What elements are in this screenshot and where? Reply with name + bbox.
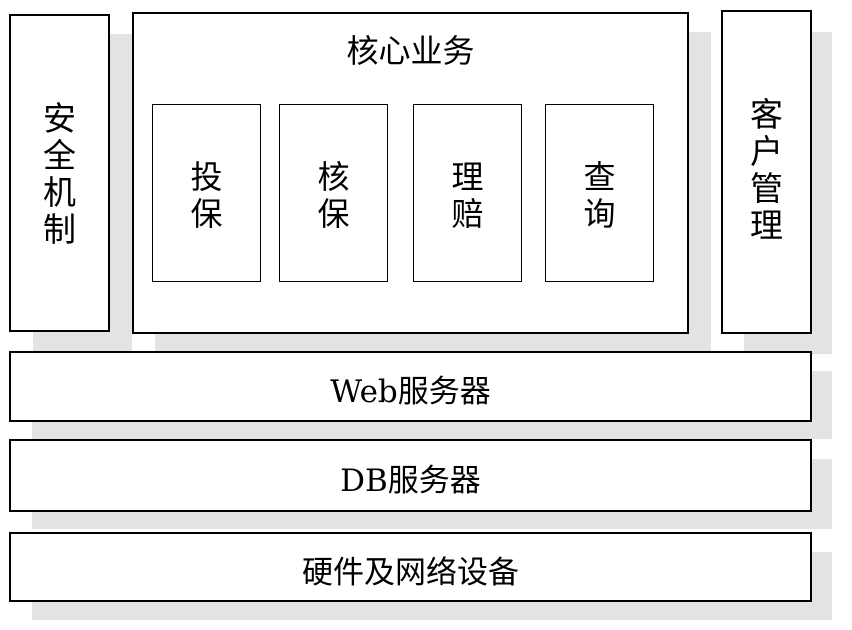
core-business-box: 核心业务 投 保 核 保 理 赔 查 询 <box>132 12 689 334</box>
hardware-network-label: 硬件及网络设备 <box>302 555 519 591</box>
web-server-label: Web服务器 <box>330 374 491 410</box>
db-server-label: DB服务器 <box>340 463 481 499</box>
hardware-network-layer: 硬件及网络设备 <box>9 532 812 602</box>
web-server-layer: Web服务器 <box>9 351 812 422</box>
customer-management-label: 客 户 管 理 <box>750 95 783 245</box>
module-query: 查 询 <box>545 104 654 282</box>
security-mechanism-label: 安 全 机 制 <box>43 99 76 249</box>
module-insure: 投 保 <box>152 104 261 282</box>
module-underwrite: 核 保 <box>279 104 388 282</box>
security-mechanism-box: 安 全 机 制 <box>9 14 110 332</box>
db-server-layer: DB服务器 <box>9 439 812 512</box>
customer-management-box: 客 户 管 理 <box>721 10 812 334</box>
module-claims: 理 赔 <box>413 104 522 282</box>
core-business-title: 核心业务 <box>346 32 475 70</box>
